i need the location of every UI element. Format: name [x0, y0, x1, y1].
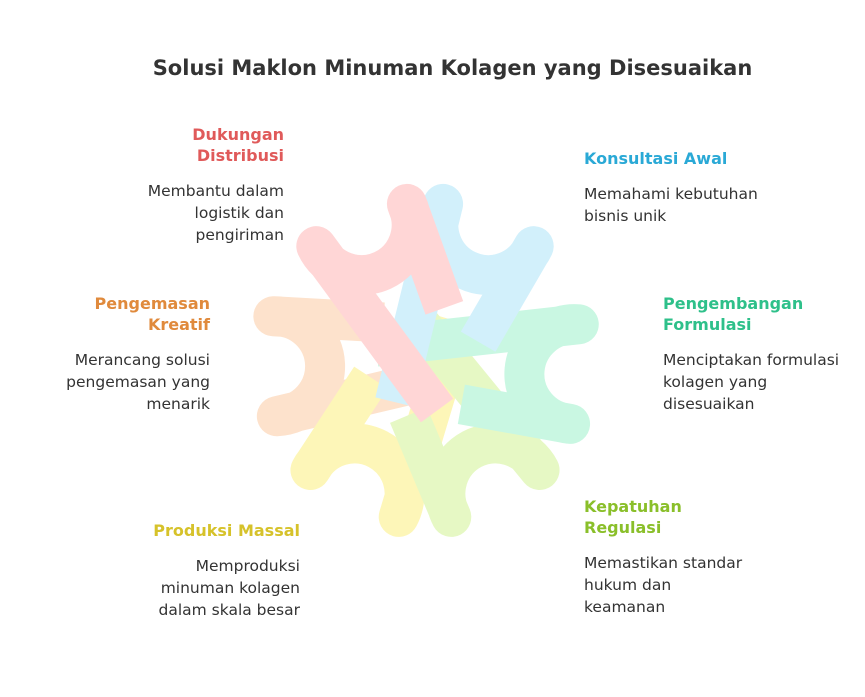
section-dukungan: Dukungan Distribusi Membantu dalam logis…: [24, 124, 284, 246]
section-pengembangan: Pengembangan Formulasi Menciptakan formu…: [663, 293, 858, 415]
loop-path-pengemasan: [253, 296, 480, 437]
desc-pengemasan: Merancang solusi pengemasan yang menarik: [66, 351, 210, 413]
page-title: Solusi Maklon Minuman Kolagen yang Dises…: [152, 56, 753, 80]
loop-shapes: [253, 183, 599, 537]
section-konsultasi: Konsultasi Awal Memahami kebutuhan bisni…: [584, 148, 844, 227]
heading-konsultasi: Konsultasi Awal: [584, 149, 728, 168]
desc-produksi: Memproduksi minuman kolagen dalam skala …: [158, 557, 301, 619]
heading-pengemasan: Pengemasan Kreatif: [94, 294, 210, 334]
section-pengemasan: Pengemasan Kreatif Merancang solusi peng…: [0, 293, 210, 415]
loop-produksi: [290, 315, 477, 537]
desc-dukungan: Membantu dalam logistik dan pengiriman: [147, 182, 284, 244]
heading-dukungan: Dukungan Distribusi: [192, 125, 284, 165]
desc-konsultasi: Memahami kebutuhan bisnis unik: [584, 185, 758, 225]
heading-pengembangan: Pengembangan Formulasi: [663, 294, 804, 334]
loop-path-dukungan: [296, 183, 464, 423]
desc-kepatuhan: Memastikan standar hukum dan keamanan: [584, 554, 743, 616]
loop-path-kepatuhan: [390, 299, 560, 537]
loop-path-pengembangan: [373, 304, 599, 444]
loop-pengemasan: [253, 296, 480, 437]
loop-path-produksi: [290, 315, 477, 537]
section-kepatuhan: Kepatuhan Regulasi Memastikan standar hu…: [584, 496, 844, 618]
section-produksi: Produksi Massal Memproduksi minuman kola…: [40, 520, 300, 621]
heading-produksi: Produksi Massal: [153, 521, 300, 540]
loop-path-konsultasi: [375, 183, 554, 407]
heading-kepatuhan: Kepatuhan Regulasi: [584, 497, 682, 537]
loop-kepatuhan: [390, 299, 560, 537]
loop-konsultasi: [375, 183, 554, 407]
desc-pengembangan: Menciptakan formulasi kolagen yang dises…: [663, 351, 840, 413]
loop-dukungan: [296, 183, 464, 423]
loop-pengembangan: [373, 304, 599, 444]
